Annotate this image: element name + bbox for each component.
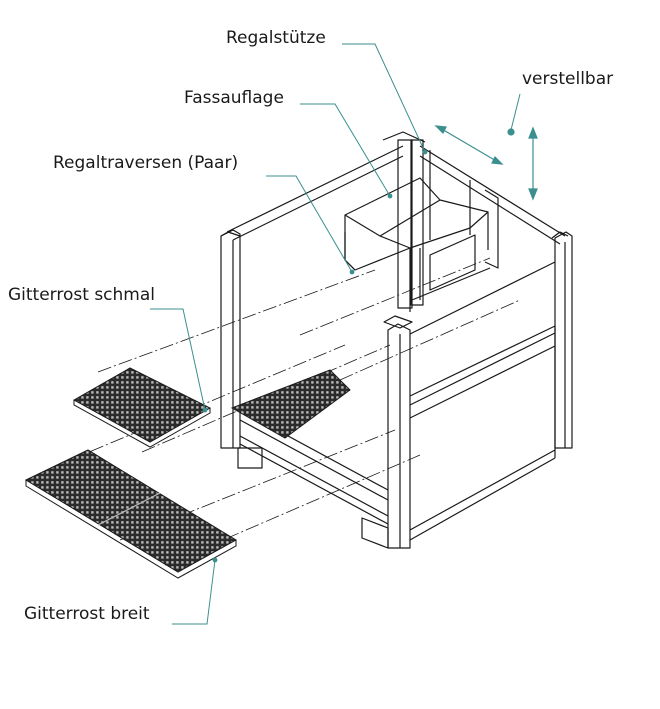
label-gitterrost-schmal: Gitterrost schmal <box>8 285 155 305</box>
upright-front-left <box>220 229 263 469</box>
leader-verstellbar <box>510 93 521 131</box>
leader-lines <box>150 43 521 625</box>
label-verstellbar: verstellbar <box>522 69 614 89</box>
leader-gitterrost-breit <box>172 559 216 625</box>
rear-post-detail <box>429 150 499 269</box>
grating-narrow <box>72 367 212 448</box>
side-panel-right <box>409 261 556 541</box>
upright-front-center <box>361 315 413 549</box>
adjust-arrows <box>434 125 538 201</box>
barrel-cradle <box>344 177 491 312</box>
leader-dots <box>202 149 428 563</box>
leader-gitterrost-schmal <box>150 308 206 411</box>
label-fassauflage: Fassauflage <box>184 88 284 108</box>
label-regalstuetze: Regalstütze <box>226 28 326 48</box>
leader-fassauflage <box>300 103 391 197</box>
label-gitterrost-breit: Gitterrost breit <box>24 604 150 624</box>
label-regaltraversen: Regaltraversen (Paar) <box>53 153 239 173</box>
rear-frame <box>226 131 566 309</box>
leader-regalstuetze <box>342 43 426 153</box>
grating-installed <box>230 369 351 439</box>
grating-wide <box>24 449 237 579</box>
leader-regaltraversen <box>266 175 353 273</box>
